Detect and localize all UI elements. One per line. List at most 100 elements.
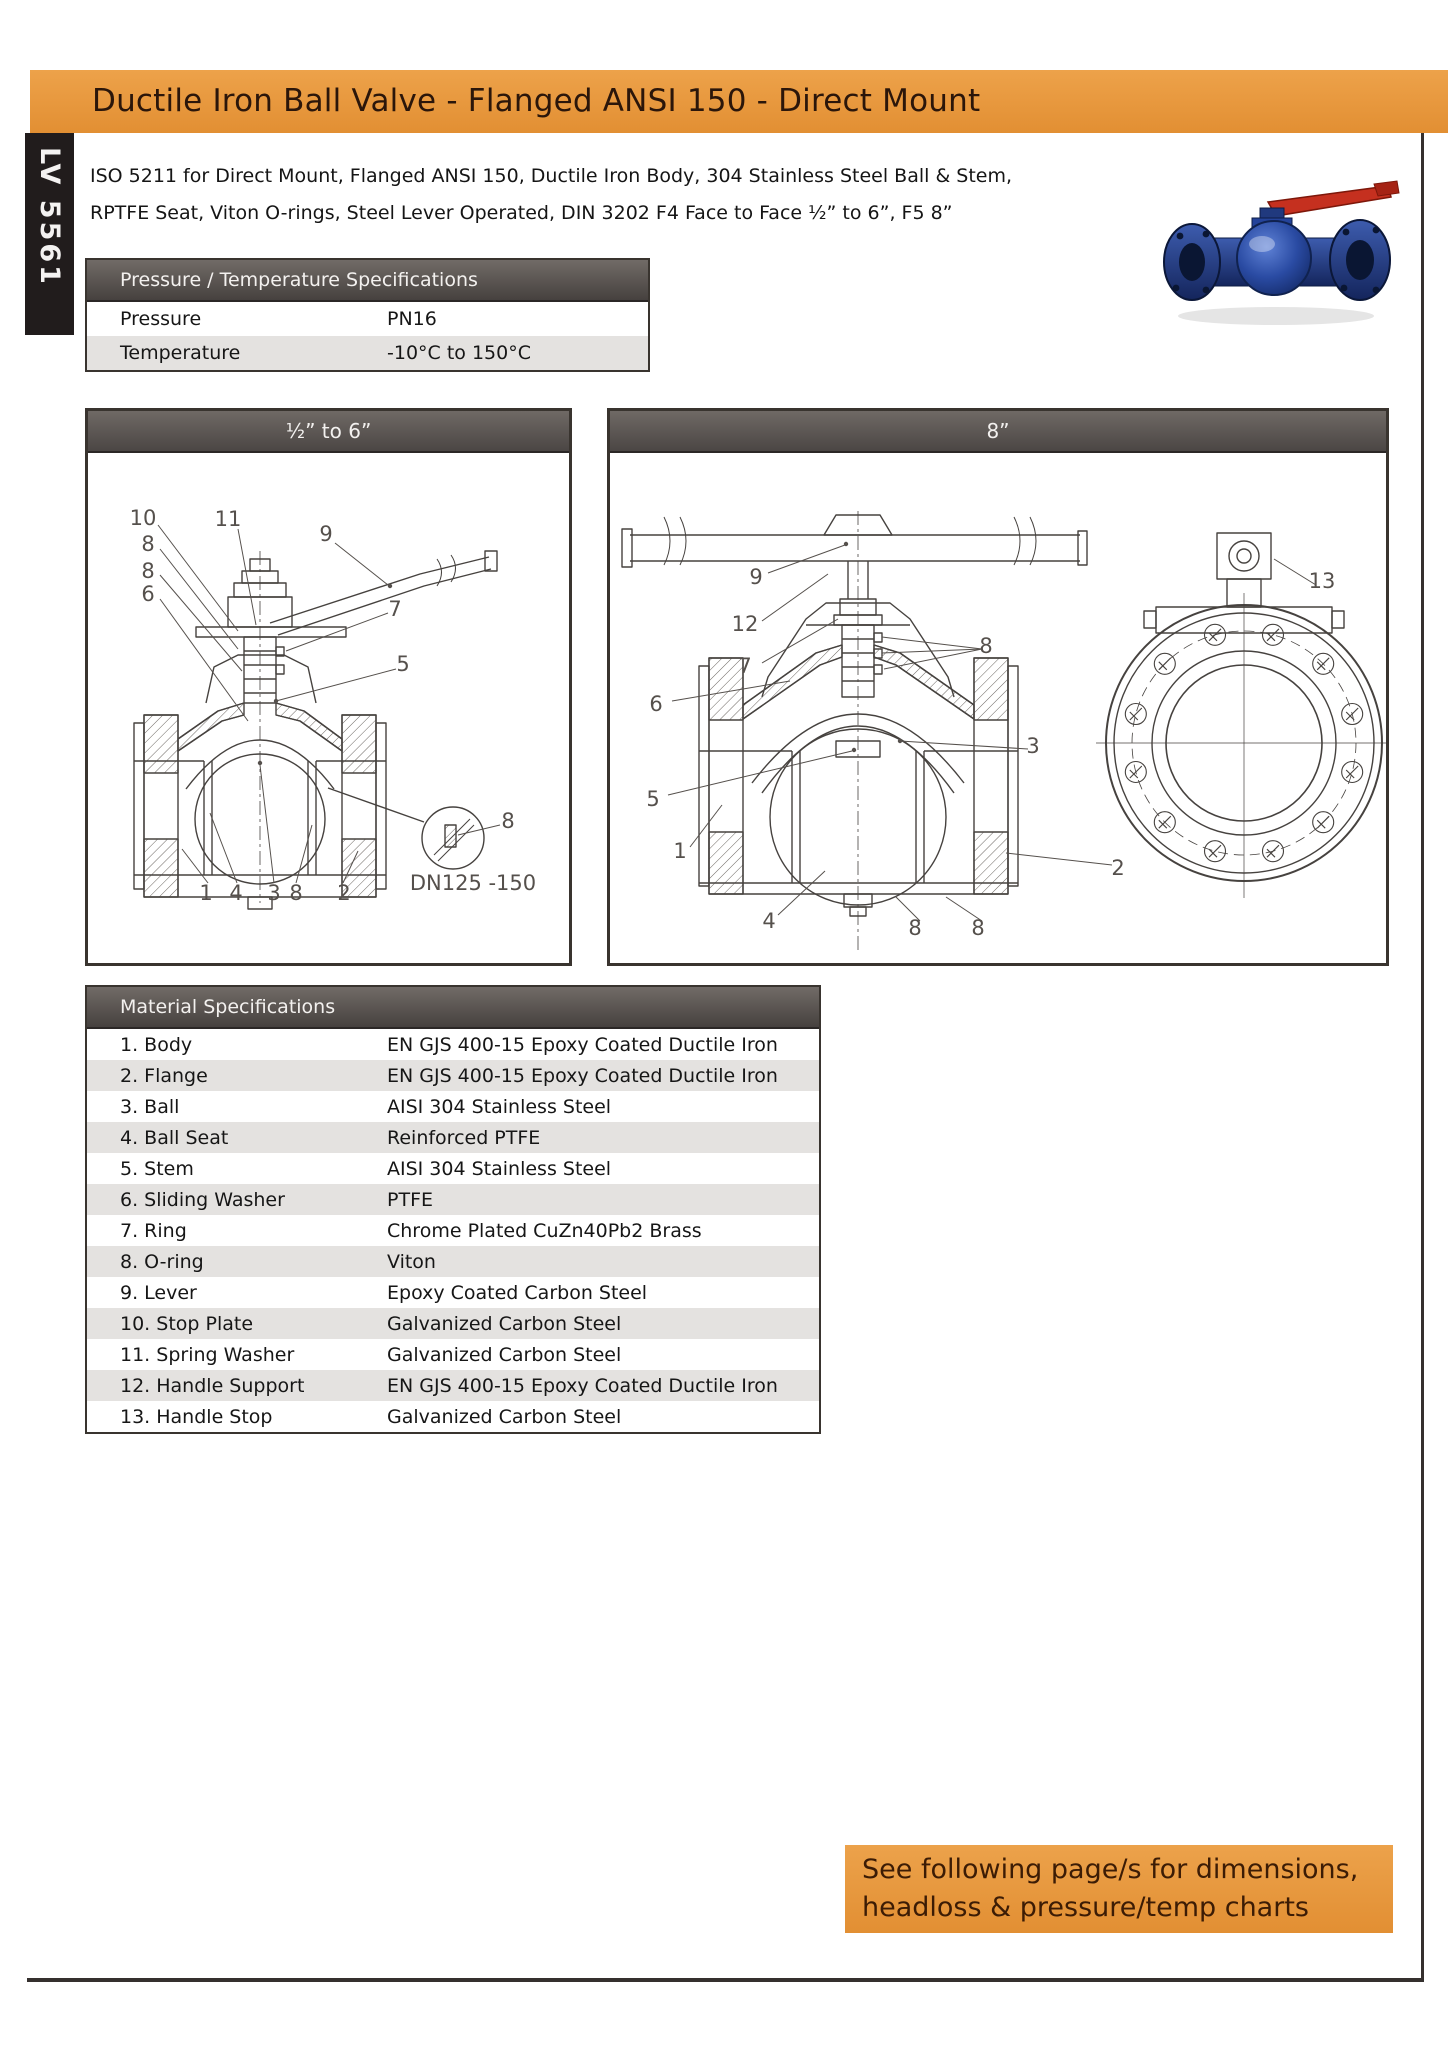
page-frame-bottom xyxy=(27,1978,1424,1982)
callout-5: 5 xyxy=(646,787,660,811)
panel-small-title: ½” to 6” xyxy=(88,411,569,453)
cross-section-drawing-small xyxy=(133,524,501,910)
cell-value: EN GJS 400-15 Epoxy Coated Ductile Iron xyxy=(387,1033,778,1056)
pressure-temperature-table: Pressure / Temperature Specifications Pr… xyxy=(85,258,650,372)
drawing-panel-small-sizes: ½” to 6” xyxy=(85,408,572,966)
callout-2: 2 xyxy=(337,881,351,905)
callout-13: 13 xyxy=(1308,569,1336,593)
table-row: 5. Stem AISI 304 Stainless Steel xyxy=(87,1153,819,1184)
callout-3: 3 xyxy=(267,881,281,905)
table-row: 11. Spring Washer Galvanized Carbon Steel xyxy=(87,1339,819,1370)
page-frame-right xyxy=(1421,133,1424,1982)
cell-value: PN16 xyxy=(387,308,437,330)
note-line: See following page/s for dimensions, xyxy=(862,1854,1359,1885)
cell-value: Viton xyxy=(387,1250,436,1273)
table-row: 13. Handle Stop Galvanized Carbon Steel xyxy=(87,1401,819,1432)
callout-8: 8 xyxy=(908,916,922,940)
table-row: 1. Body EN GJS 400-15 Epoxy Coated Ductil… xyxy=(87,1029,819,1060)
callout-8: 8 xyxy=(979,634,993,658)
callout-10: 10 xyxy=(129,506,157,530)
cell-label: 10. Stop Plate xyxy=(120,1312,254,1335)
material-table-header: Material Specifications xyxy=(87,987,819,1029)
table-row: 10. Stop Plate Galvanized Carbon Steel xyxy=(87,1308,819,1339)
callout-7: 7 xyxy=(388,597,402,621)
product-photo-ball-valve xyxy=(1163,180,1400,325)
callout-2: 2 xyxy=(1111,856,1125,880)
callout-11: 11 xyxy=(214,507,242,531)
cell-value: PTFE xyxy=(387,1188,433,1211)
product-code: LV 5561 xyxy=(34,147,65,287)
callout-6: 6 xyxy=(649,692,663,716)
cell-label: 11. Spring Washer xyxy=(120,1343,295,1366)
cell-value: Reinforced PTFE xyxy=(387,1126,541,1149)
callout-8: 8 xyxy=(971,916,985,940)
callout-9: 9 xyxy=(319,522,333,546)
callout-4: 4 xyxy=(229,881,243,905)
callout-8: 8 xyxy=(141,532,155,556)
table-row: 12. Handle Support EN GJS 400-15 Epoxy Co… xyxy=(87,1370,819,1401)
cell-value: Epoxy Coated Carbon Steel xyxy=(387,1281,648,1304)
cross-section-drawing-large xyxy=(621,511,1386,953)
cell-label: Temperature xyxy=(120,342,241,364)
panel-large-title: 8” xyxy=(610,411,1386,453)
cell-label: 12. Handle Support xyxy=(120,1374,305,1397)
table-row: 4. Ball Seat Reinforced PTFE xyxy=(87,1122,819,1153)
bolt-circle xyxy=(1124,623,1364,863)
table-row: 2. Flange EN GJS 400-15 Epoxy Coated Duct… xyxy=(87,1060,819,1091)
description-line: RPTFE Seat, Viton O-rings, Steel Lever O… xyxy=(90,202,953,224)
note-line: headloss & pressure/temp charts xyxy=(862,1892,1309,1923)
cell-value: AISI 304 Stainless Steel xyxy=(387,1095,612,1118)
cell-value: Galvanized Carbon Steel xyxy=(387,1405,622,1428)
material-table-rows: 1. Body EN GJS 400-15 Epoxy Coated Ductil… xyxy=(87,1029,819,1432)
cell-label: 7. Ring xyxy=(120,1219,187,1242)
description-line: ISO 5211 for Direct Mount, Flanged ANSI … xyxy=(90,165,1013,187)
drawing-panel-8-inch: 8” xyxy=(607,408,1389,966)
callout-1: 1 xyxy=(673,839,687,863)
cell-label: 8. O-ring xyxy=(120,1250,204,1273)
note-box: See following page/s for dimensions, hea… xyxy=(845,1845,1393,1933)
cell-label: 4. Ball Seat xyxy=(120,1126,229,1149)
title-bar: Ductile Iron Ball Valve - Flanged ANSI 1… xyxy=(30,70,1448,133)
cell-label: 6. Sliding Washer xyxy=(120,1188,285,1211)
product-code-tab: LV 5561 xyxy=(25,133,74,335)
cell-label: 9. Lever xyxy=(120,1281,197,1304)
cell-value: EN GJS 400-15 Epoxy Coated Ductile Iron xyxy=(387,1064,778,1087)
material-specifications-table: Material Specifications 1. Body EN GJS 40… xyxy=(85,985,821,1434)
callout-7: 7 xyxy=(738,654,752,678)
cell-value: Galvanized Carbon Steel xyxy=(387,1343,622,1366)
pt-table-header: Pressure / Temperature Specifications xyxy=(87,260,648,302)
table-row: Temperature -10°C to 150°C xyxy=(87,336,648,370)
cell-label: 2. Flange xyxy=(120,1064,208,1087)
cell-label: 1. Body xyxy=(120,1033,193,1056)
page-title: Ductile Iron Ball Valve - Flanged ANSI 1… xyxy=(92,83,981,119)
callout-12: 12 xyxy=(731,612,759,636)
table-row: 7. Ring Chrome Plated CuZn40Pb2 Brass xyxy=(87,1215,819,1246)
product-description: ISO 5211 for Direct Mount, Flanged ANSI … xyxy=(90,158,1140,232)
callout-5: 5 xyxy=(396,652,410,676)
table-row: 6. Sliding Washer PTFE xyxy=(87,1184,819,1215)
table-row: 8. O-ring Viton xyxy=(87,1246,819,1277)
callout-8: 8 xyxy=(289,881,303,905)
cell-label: 5. Stem xyxy=(120,1157,194,1180)
detail-scale-label: DN125 -150 xyxy=(409,871,537,895)
cell-value: AISI 304 Stainless Steel xyxy=(387,1157,612,1180)
callout-8: 8 xyxy=(141,559,155,583)
cell-value: -10°C to 150°C xyxy=(387,342,531,364)
cell-label: 13. Handle Stop xyxy=(120,1405,273,1428)
callout-9: 9 xyxy=(749,565,763,589)
table-row: 9. Lever Epoxy Coated Carbon Steel xyxy=(87,1277,819,1308)
cell-label: 3. Ball xyxy=(120,1095,180,1118)
cell-value: EN GJS 400-15 Epoxy Coated Ductile Iron xyxy=(387,1374,778,1397)
callout-8: 8 xyxy=(501,809,515,833)
callout-6: 6 xyxy=(141,582,155,606)
table-row: 3. Ball AISI 304 Stainless Steel xyxy=(87,1091,819,1122)
callout-3: 3 xyxy=(1026,734,1040,758)
cell-value: Galvanized Carbon Steel xyxy=(387,1312,622,1335)
cell-value: Chrome Plated CuZn40Pb2 Brass xyxy=(387,1219,702,1242)
callout-1: 1 xyxy=(199,881,213,905)
